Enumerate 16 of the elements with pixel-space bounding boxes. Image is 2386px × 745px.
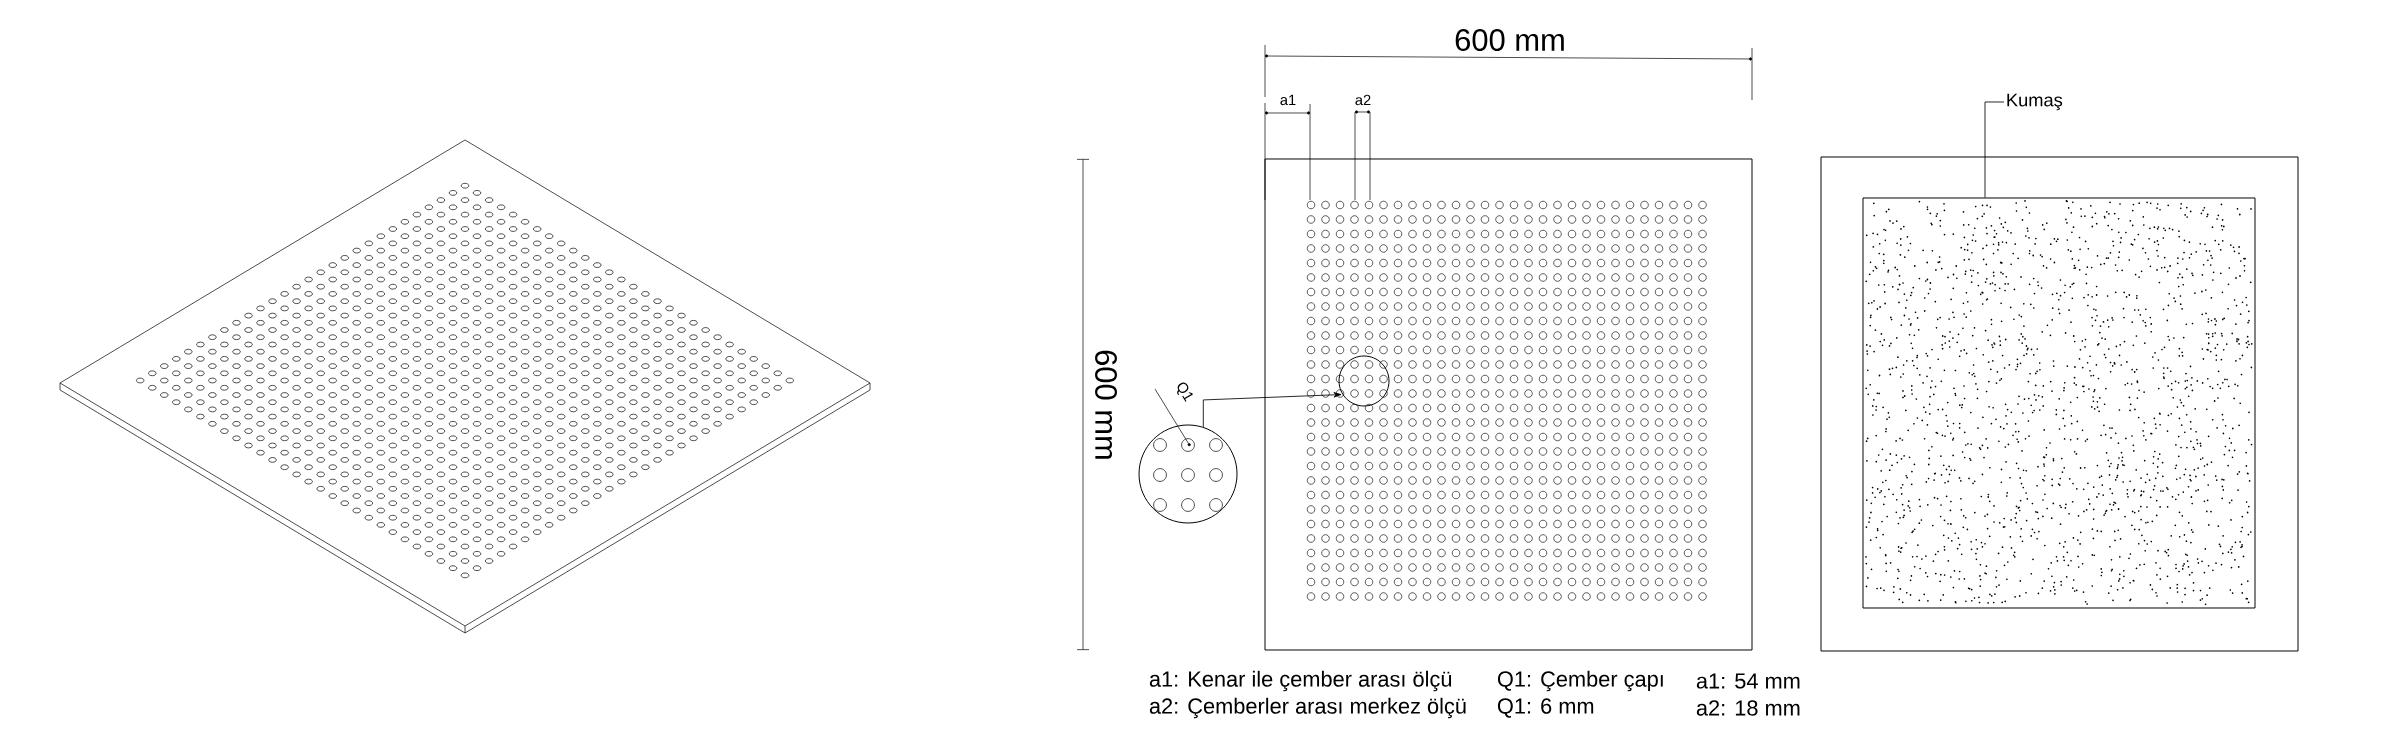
legend-text: Q1: 6 mm [1497,698,1594,718]
leader-line [1984,101,2005,198]
legend-text: a2: 18 mm [1696,700,1800,716]
dimension-text: a2 [1355,94,1371,106]
detail-circle [1338,355,1390,407]
dimension-text: 600 mm [1095,350,1117,459]
legend-text: a1: 54 mm [1696,673,1800,689]
legend-text: a2: Çemberler arası merkez ölçü [1149,697,1466,719]
arrow [1202,392,1342,428]
dimension-text: 600 mm [1455,29,1564,51]
legend-text: Q1: Çember çapı [1497,670,1663,692]
callout-text: Kumaş [2007,93,2063,111]
detail-circle [1138,424,1238,524]
dimension-text: Q1 [1177,382,1193,402]
dimension-text: a1 [1280,94,1296,106]
legend-text: a1: Kenar ile çember arası ölçü [1149,670,1452,692]
